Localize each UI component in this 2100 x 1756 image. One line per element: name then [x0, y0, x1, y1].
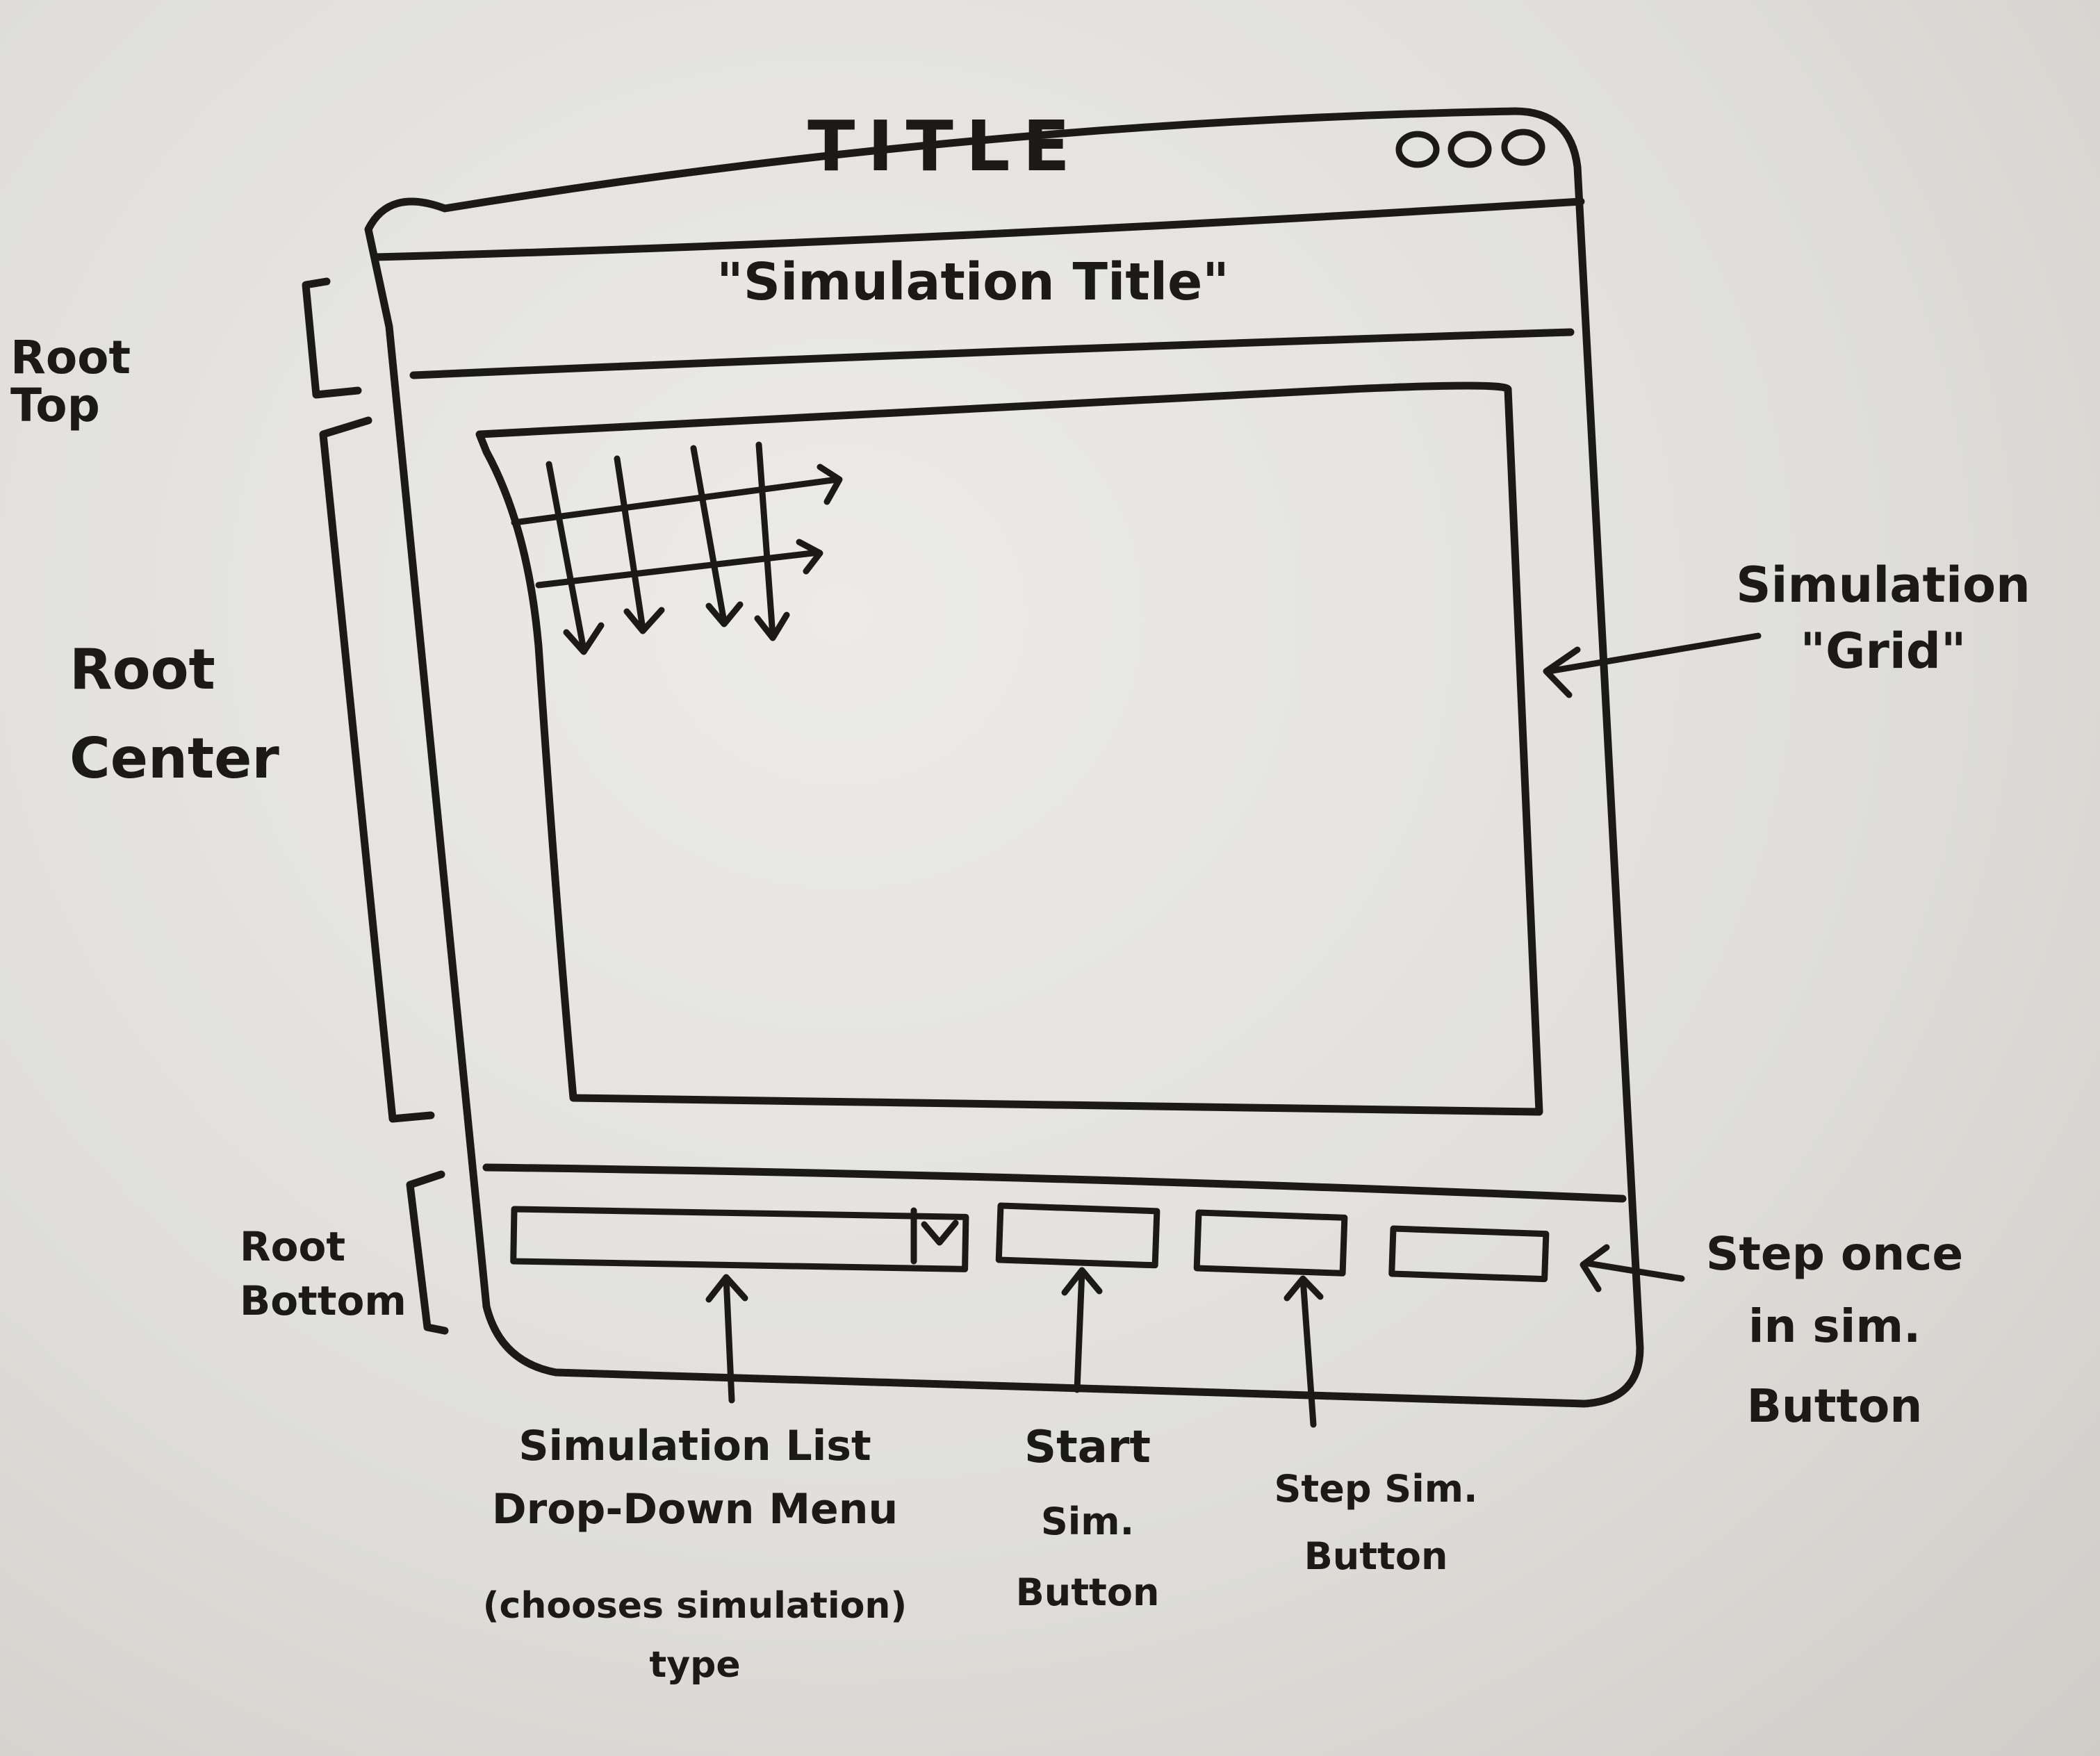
step-annotation: Step Sim. Button [1244, 1467, 1508, 1578]
window-frame [364, 107, 1644, 1408]
step-once-annotation-line-1: Step once [1705, 1227, 1964, 1281]
chevron-down-icon[interactable] [921, 1220, 959, 1246]
start-annotation-line-3: Button [1015, 1570, 1160, 1614]
step-once-button[interactable] [1388, 1225, 1550, 1283]
dropdown-annotation-line-3: (chooses simulation) [482, 1585, 908, 1627]
root-bottom-bracket [406, 1170, 449, 1335]
step-once-annotation-line-2: in sim. [1748, 1299, 1921, 1354]
dropdown-annotation-arrow [705, 1274, 748, 1404]
step-annotation-arrow [1283, 1275, 1324, 1428]
start-annotation-line-2: Sim. [1040, 1500, 1135, 1544]
simulation-grid-frame [475, 381, 1543, 1116]
dropdown-annotation-line-4: type [649, 1643, 741, 1686]
root-top-bracket [302, 277, 362, 399]
window-circle-2[interactable] [1447, 131, 1492, 168]
start-annotation-arrow [1061, 1267, 1103, 1393]
step-sim-button[interactable] [1193, 1209, 1348, 1277]
step-annotation-line-2: Button [1304, 1534, 1448, 1578]
window-circle-3[interactable] [1501, 129, 1545, 166]
title-bar-divider [371, 197, 1585, 261]
root-bottom-label: Root Bottom [240, 1223, 407, 1325]
start-annotation: Start Sim. Button [973, 1422, 1202, 1614]
dropdown-annotation-line-1: Simulation List [518, 1422, 871, 1470]
root-center-label: Root Center [69, 637, 279, 791]
step-annotation-line-1: Step Sim. [1274, 1467, 1478, 1511]
simulation-dropdown[interactable] [510, 1206, 969, 1272]
root-top-label: Root Top [10, 331, 131, 433]
window-title: TITLE [807, 106, 1083, 187]
grid-annotation: Simulation "Grid" [1736, 557, 2031, 680]
step-once-annotation: Step once in sim. Button [1675, 1230, 1994, 1430]
step-once-annotation-line-3: Button [1746, 1379, 1923, 1433]
grid-rows [511, 463, 843, 589]
start-annotation-line-1: Start [1024, 1422, 1151, 1473]
window-circle-1[interactable] [1395, 131, 1440, 168]
grid-annotation-arrow [1543, 632, 1762, 698]
root-top-divider [409, 328, 1575, 379]
grid-columns [545, 441, 790, 655]
root-center-bracket [319, 416, 435, 1123]
step-once-annotation-arrow [1580, 1244, 1685, 1293]
dropdown-annotation: Simulation List Drop-Down Menu (chooses … [452, 1425, 938, 1684]
start-sim-button[interactable] [995, 1202, 1160, 1269]
dropdown-annotation-line-2: Drop-Down Menu [491, 1485, 899, 1534]
simulation-title: "Simulation Title" [716, 252, 1229, 312]
root-bottom-divider [482, 1163, 1627, 1203]
